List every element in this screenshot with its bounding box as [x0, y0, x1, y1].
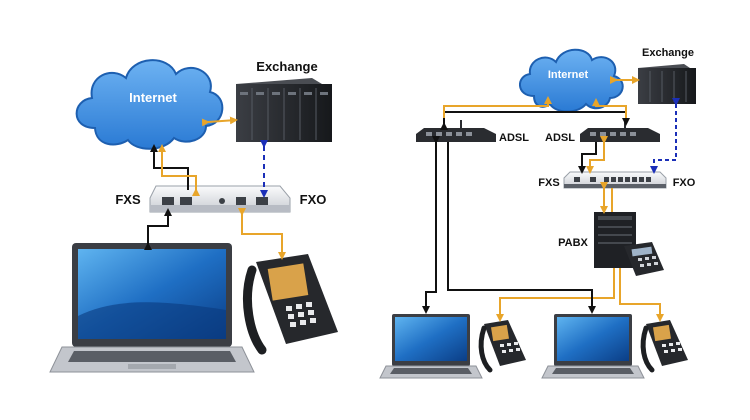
server-rack-icon — [236, 78, 332, 142]
ip-phone-icon — [624, 242, 664, 276]
cloud-icon — [75, 59, 224, 150]
left-links — [144, 116, 286, 260]
internet-label: Internet — [548, 69, 589, 81]
adsl-right-label: ADSL — [545, 132, 575, 144]
ip-phone-icon — [640, 320, 688, 373]
fxo-label: FXO — [300, 192, 327, 207]
adsl-left-label: ADSL — [499, 132, 529, 144]
exchange-label: Exchange — [642, 47, 694, 59]
ip-phone-icon — [242, 254, 338, 355]
right-links — [422, 76, 680, 322]
voip-gateway-icon — [149, 185, 291, 213]
internet-label: Internet — [129, 90, 177, 105]
ip-phone-icon — [478, 320, 526, 373]
pabx-icon — [594, 212, 636, 268]
adsl-router-icon — [580, 120, 660, 142]
laptop-icon — [379, 314, 483, 379]
adsl-router-icon — [416, 120, 496, 142]
voip-gateway-icon — [563, 171, 667, 189]
server-rack-icon — [638, 64, 696, 104]
fxs-label: FXS — [115, 192, 141, 207]
fxs-label: FXS — [538, 177, 559, 189]
exchange-label: Exchange — [256, 59, 317, 74]
laptop-icon — [49, 243, 255, 373]
laptop-icon — [541, 314, 645, 379]
pabx-label: PABX — [558, 237, 588, 249]
fxo-label: FXO — [673, 177, 696, 189]
